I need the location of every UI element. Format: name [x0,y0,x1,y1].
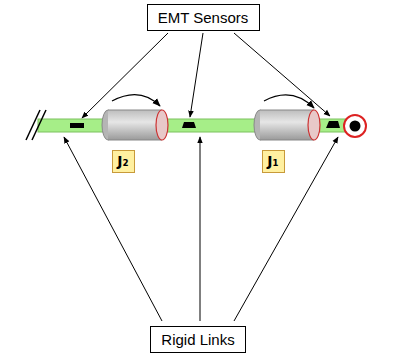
node-label: Rigid Links [161,331,234,348]
cylinder-face [156,110,168,140]
end-effector [344,115,366,137]
node-label: J₂ [117,153,128,169]
leader-arrow [64,137,162,321]
end-effector-dot [350,121,361,132]
break-mark [32,110,46,140]
cylinder-edge [260,110,314,111]
joint-cylinder [102,110,168,140]
cylinder-body [260,110,314,140]
cylinder-body [108,110,162,140]
emt-sensor [182,122,196,128]
leader-arrow [234,33,330,116]
callout-box: EMT Sensors [147,4,260,31]
leader-arrow [82,33,168,118]
joint-cylinder [254,110,320,140]
cylinder-face [308,110,320,140]
emt-sensor [326,121,340,128]
joint-label: J₁ [262,150,285,173]
rotation-arrow [264,95,314,108]
cylinder-edge [260,140,314,141]
callout-box: Rigid Links [150,326,246,353]
node-label: J₁ [267,153,278,169]
emt-sensor [70,123,84,128]
leader-arrow [234,137,338,321]
joint-label: J₂ [112,150,135,173]
cylinder-edge [108,110,162,111]
leader-arrow [200,137,201,321]
node-label: EMT Sensors [158,9,249,26]
leader-arrow [190,33,203,117]
break-mark [26,110,40,140]
cylinder-edge [108,140,162,141]
rotation-arrow [112,95,160,106]
